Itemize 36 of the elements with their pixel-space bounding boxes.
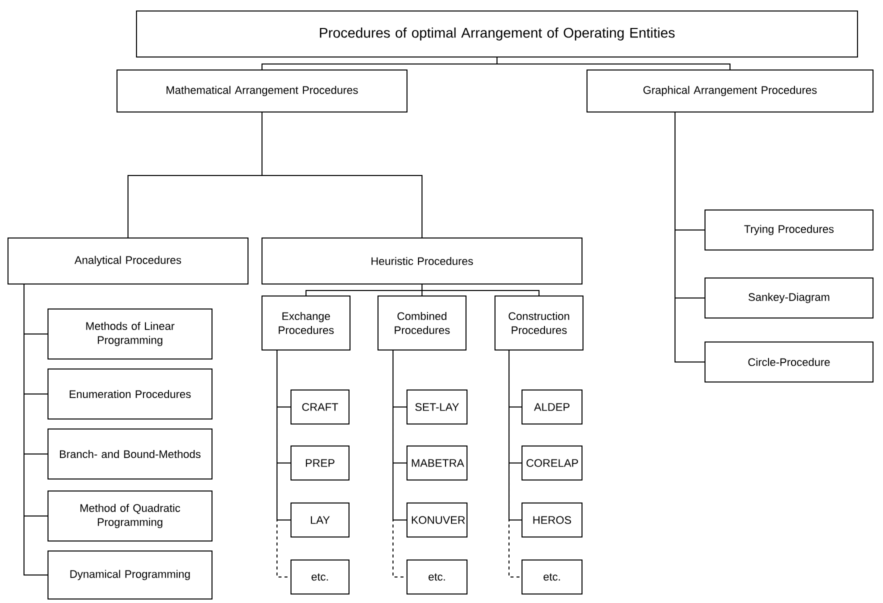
method-box: Dynamical Programming <box>48 550 212 600</box>
method-box: Exchange Procedures <box>262 296 350 350</box>
method-box: Enumeration Procedures <box>48 368 212 420</box>
method-box: MABETRA <box>406 446 468 480</box>
method-box: Sankey-Diagram <box>704 278 874 318</box>
connector-line <box>422 284 540 296</box>
connector-line <box>392 350 407 520</box>
connector-line <box>508 350 522 520</box>
method-box: Methods of Linear Programming <box>48 308 212 360</box>
category-box: Graphical Arrangement Procedures <box>586 70 874 112</box>
method-box: etc. <box>290 560 350 594</box>
method-box: LAY <box>290 502 350 538</box>
title-box: Procedures of optimal Arrangement of Operating Entities <box>136 10 858 58</box>
method-box: Trying Procedures <box>704 210 874 250</box>
method-box: Method of Quadratic Programming <box>48 490 212 542</box>
connector-line <box>262 112 422 238</box>
method-box: etc. <box>522 560 582 594</box>
method-box: HEROS <box>522 502 582 538</box>
method-box: ALDEP <box>522 390 582 424</box>
method-box: Branch- and Bound-Methods <box>48 428 212 480</box>
method-box: PREP <box>290 446 350 480</box>
method-box: KONUVER <box>406 502 468 538</box>
category-box: Analytical Procedures <box>8 238 248 284</box>
connector-line <box>496 57 730 70</box>
connector-line <box>276 350 291 520</box>
method-box: SET-LAY <box>406 390 468 424</box>
method-box: CORELAP <box>522 446 582 480</box>
connector-line <box>674 112 705 362</box>
category-box: Heuristic Procedures <box>262 238 582 284</box>
method-box: CRAFT <box>290 390 350 424</box>
method-box: Combined Procedures <box>378 296 466 350</box>
method-box: Circle-Procedure <box>704 342 874 382</box>
category-box: Mathematical Arrangement Procedures <box>116 70 408 112</box>
method-box: Construction Procedures <box>494 296 584 350</box>
connector-line <box>24 284 48 576</box>
method-box: etc. <box>406 560 468 594</box>
